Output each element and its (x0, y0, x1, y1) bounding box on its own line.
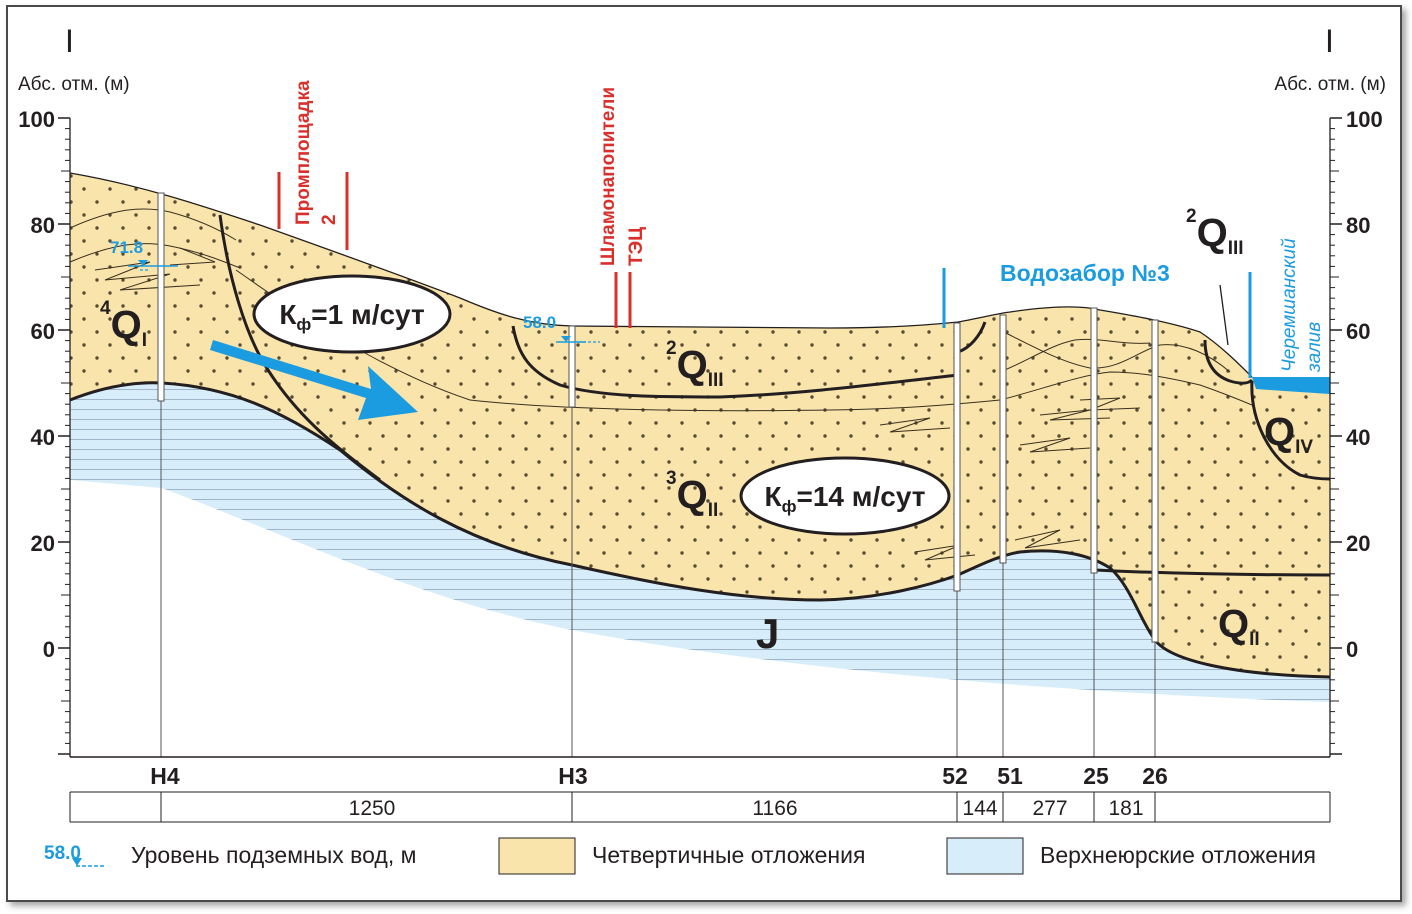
axis-ticks (58, 117, 1342, 755)
water-level-label-h4: 71.8 (110, 238, 143, 257)
thick-boundaries (69, 214, 1331, 679)
sludge-site-marker (614, 272, 632, 328)
industrial-site-number: 2 (319, 214, 340, 225)
thin-dark-lines (69, 172, 1253, 378)
permeability-ellipse-1 (252, 274, 452, 354)
legend: 58.0 Уровень подземных вод, м Четвертичн… (44, 837, 1316, 875)
y-tick-label-left: 100 (18, 107, 55, 132)
thin-contacts (69, 208, 1253, 412)
y-tick-labels-right: 100 80 60 40 20 0 (1346, 107, 1383, 662)
distance-label: 1250 (349, 797, 396, 820)
legend-jurassic-label: Верхнеюрские отложения (1040, 842, 1316, 868)
y-tick-label-right: 40 (1346, 425, 1370, 450)
y-tick-label-right: 80 (1346, 213, 1370, 238)
line-mark-left: I (65, 23, 74, 59)
y-tick-label-left: 60 (31, 319, 55, 344)
bay-label: Черемшанский (1279, 238, 1300, 372)
unit-label-q3-right: 2QIII (1186, 206, 1244, 259)
legend-water-level-sample: 58.0 (44, 843, 81, 864)
y-tick-label-left: 0 (43, 637, 55, 662)
sludge-site-label: Шламонапопители (598, 87, 619, 266)
unit-label-q1: 4QI (100, 298, 147, 351)
axis-title-left: Абс. отм. (м) (18, 74, 130, 95)
distance-label: 144 (962, 797, 997, 820)
distance-label: 1166 (752, 797, 797, 820)
well-labels: Н4 Н3 52 51 25 26 (150, 763, 1168, 789)
permeability-label-1: Кф=1 м/сут (279, 299, 424, 334)
y-tick-label-right: 20 (1346, 531, 1370, 556)
well-label: Н4 (150, 763, 180, 789)
y-tick-label-right: 60 (1346, 319, 1370, 344)
permeability-ellipse-2 (739, 456, 951, 536)
y-tick-label-right: 100 (1346, 107, 1383, 132)
unit-label-q2-right: QII (1218, 602, 1260, 650)
unit-label-q3-middle: 2QIII (666, 338, 724, 391)
y-tick-labels-left: 100 80 60 40 20 0 (18, 107, 55, 662)
line-mark-right: I (1325, 23, 1334, 59)
water-intake-marker (942, 268, 1252, 378)
sludge-site-label-tec: ТЭЦ (626, 227, 647, 266)
y-tick-label-left: 80 (31, 213, 55, 238)
industrial-site-marker (277, 172, 349, 250)
axis-title-right: Абс. отм. (м) (1274, 74, 1386, 95)
water-level-label-h3: 58.0 (523, 313, 556, 332)
y-tick-label-left: 40 (31, 425, 55, 450)
industrial-site-label: Промплощадка (293, 80, 314, 225)
well-label: 26 (1142, 763, 1168, 789)
legend-quaternary-swatch (498, 837, 576, 875)
groundwater-flow-arrow (210, 340, 418, 420)
legend-jurassic-swatch (946, 837, 1024, 875)
well-distance-table (69, 756, 1331, 823)
well-label: 51 (997, 763, 1023, 789)
jurassic-hatch (70, 382, 1330, 702)
y-tick-label-left: 20 (31, 531, 55, 556)
bay-label-line2: залив (1304, 322, 1325, 373)
well-label: Н3 (558, 763, 587, 789)
unit-label-jurassic: J (756, 610, 779, 657)
permeability-label-2: Кф=14 м/сут (765, 481, 926, 516)
distance-labels: 1250 1166 144 277 181 (349, 797, 1144, 820)
distance-label: 181 (1108, 797, 1143, 820)
bay-water (1252, 377, 1330, 394)
unit-label-q4: QIV (1264, 410, 1313, 458)
legend-water-level-label: Уровень подземных вод, м (131, 842, 416, 868)
well-label: 25 (1083, 763, 1109, 789)
water-intake-label: Водозабор №3 (1000, 260, 1170, 286)
water-level-icon (72, 858, 82, 866)
well-bores (157, 192, 1159, 757)
unit-label-q2-middle: 3QII (666, 468, 718, 521)
well-label: 52 (942, 763, 968, 789)
legend-quaternary-label: Четвертичные отложения (592, 842, 865, 868)
y-tick-label-right: 0 (1346, 637, 1358, 662)
distance-label: 277 (1032, 797, 1067, 820)
water-level-markers (128, 260, 600, 343)
